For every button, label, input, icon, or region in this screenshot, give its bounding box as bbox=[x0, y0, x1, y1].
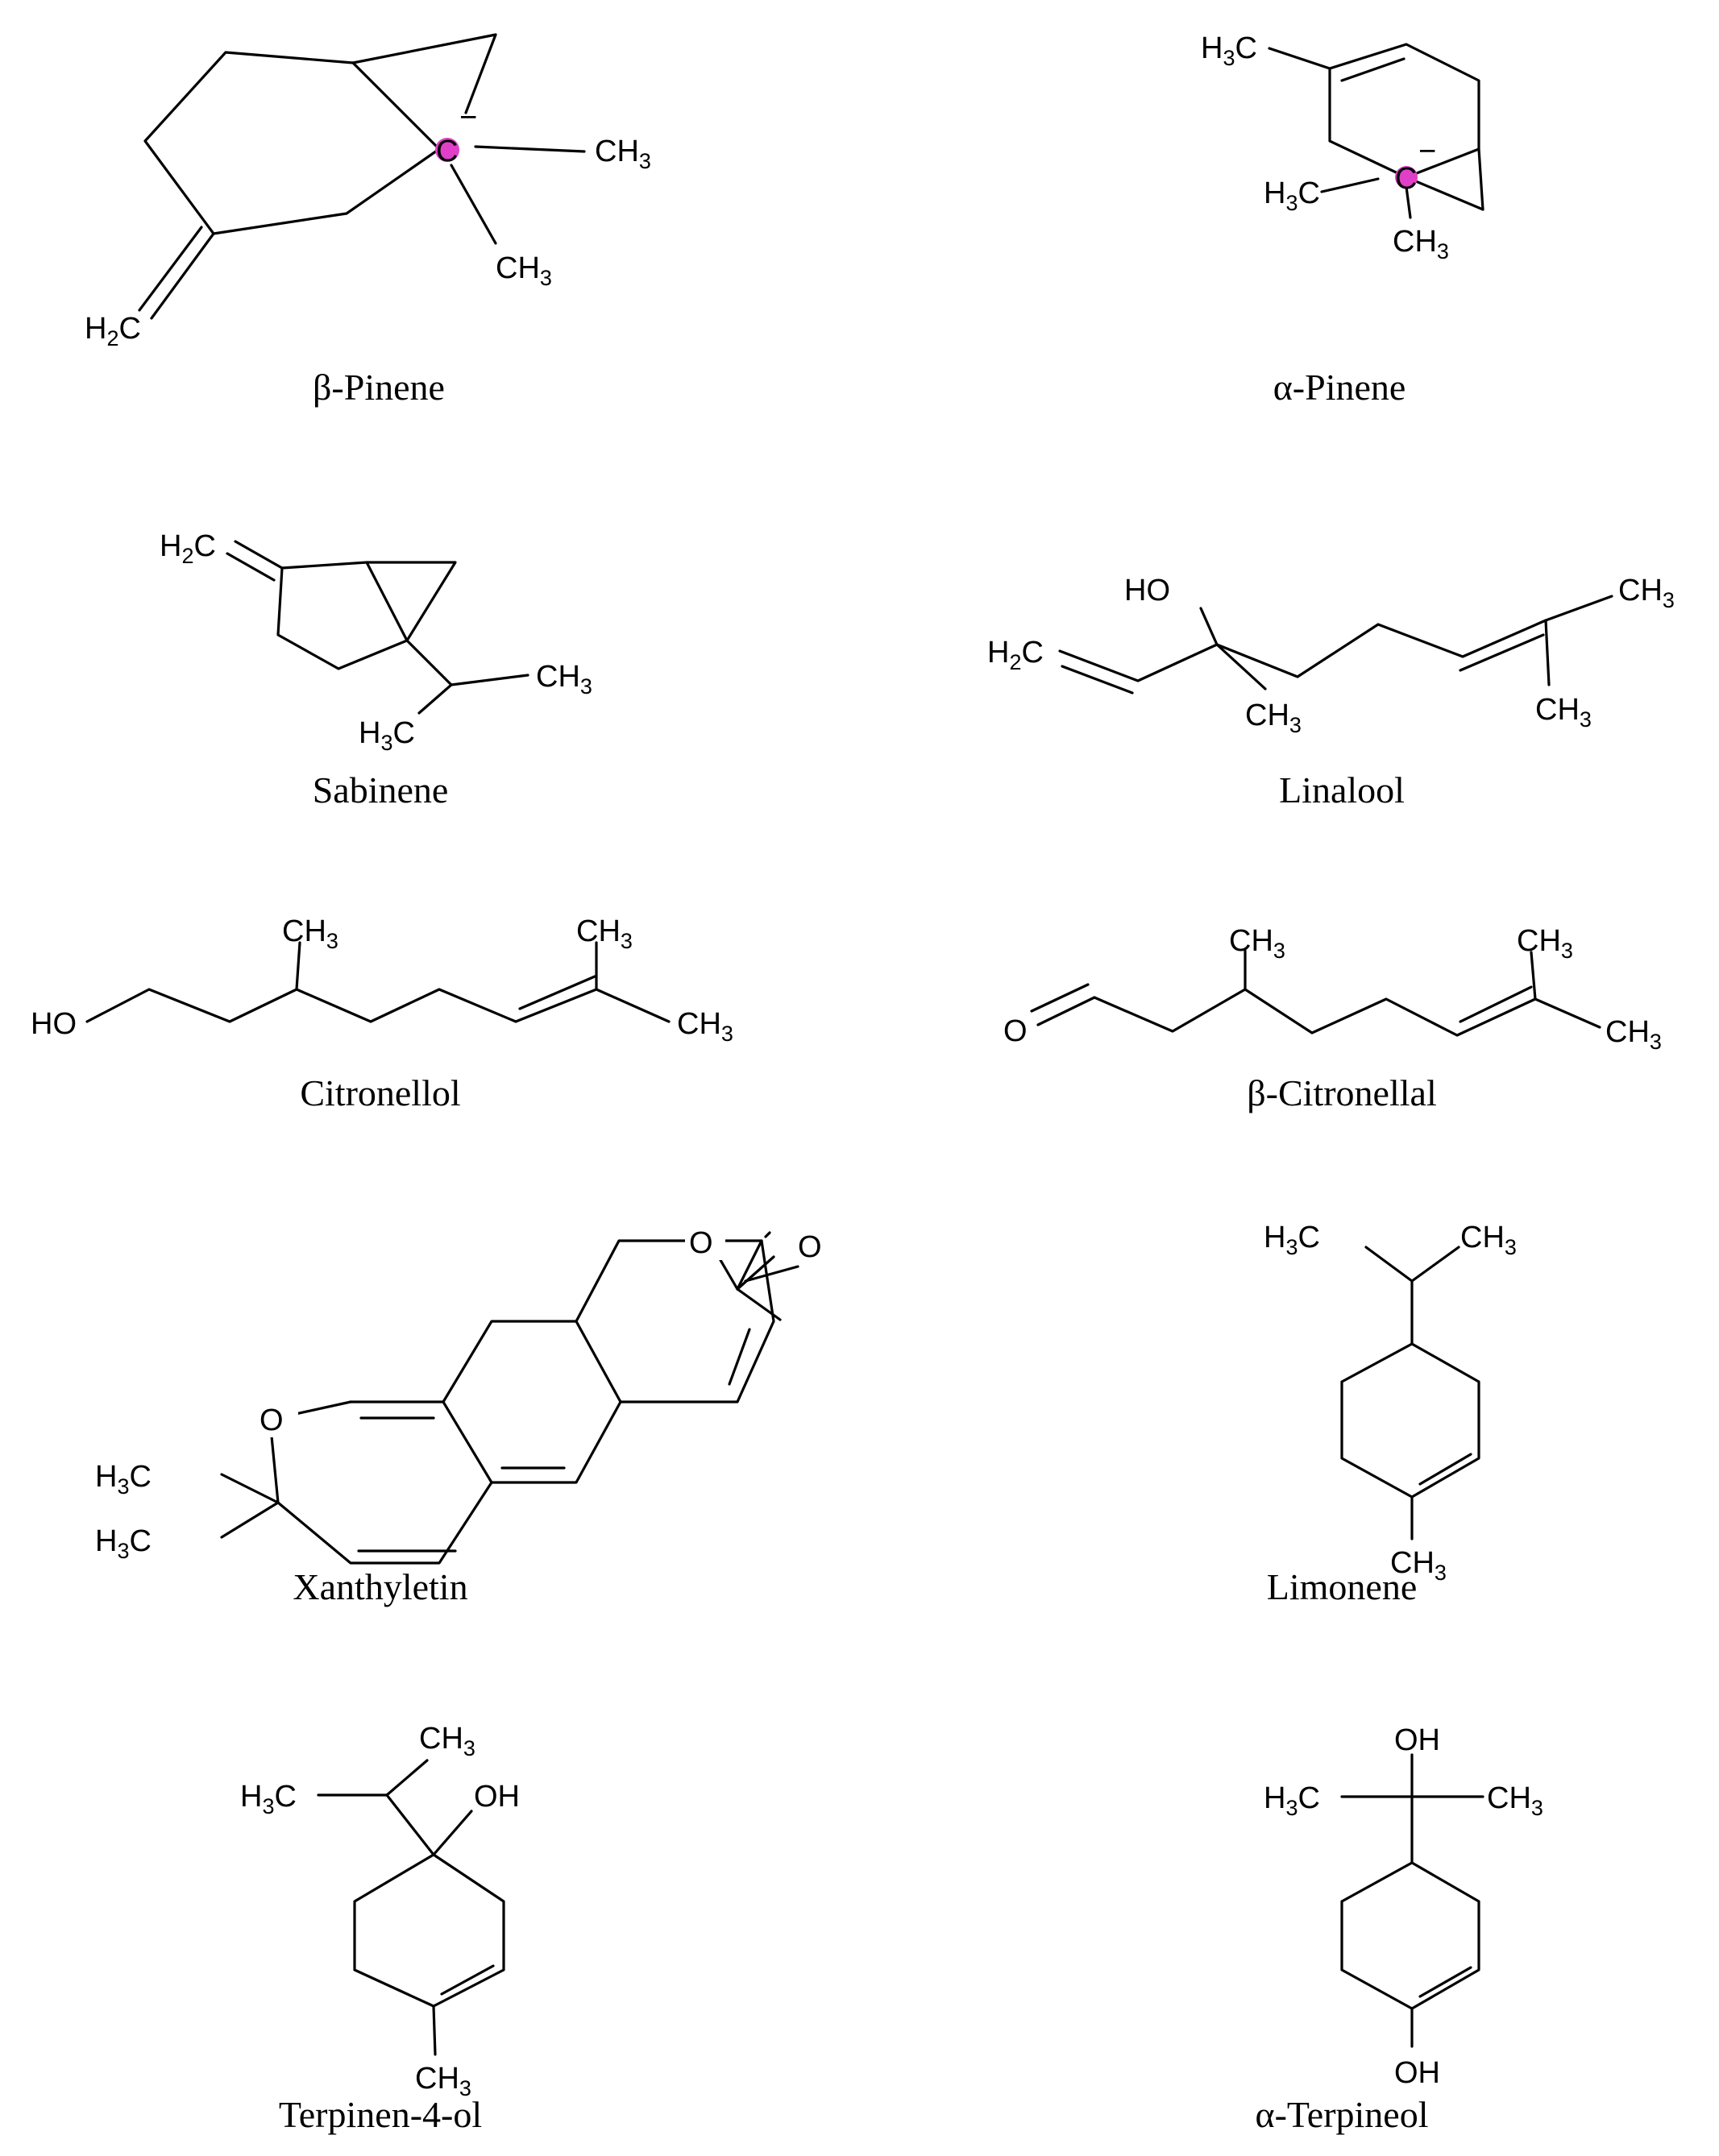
atom-label: H2C bbox=[987, 636, 1044, 674]
atom-label: H3C bbox=[95, 1460, 152, 1499]
atom-label: H3C bbox=[95, 1524, 152, 1563]
structure-beta-citronellal: O CH3 CH3 CH3 β-Citronellal bbox=[1003, 924, 1662, 1113]
compound-name: β-Citronellal bbox=[1247, 1072, 1436, 1113]
atom-label: H3C bbox=[1264, 1221, 1320, 1259]
charge-label: − bbox=[459, 101, 477, 135]
atom-label: CH3 bbox=[1460, 1221, 1517, 1259]
atom-label: CH3 bbox=[595, 135, 651, 173]
structure-linalool: H2C HO CH3 CH3 CH3 Linalool bbox=[987, 574, 1675, 811]
structure-xanthyletin: O O O H3C H3C Xanthyletin bbox=[95, 1225, 822, 1607]
atom-label: OH bbox=[1394, 1723, 1440, 1757]
compound-name: Xanthyletin bbox=[293, 1566, 467, 1607]
compound-name: β-Pinene bbox=[313, 367, 445, 408]
atom-label: HO bbox=[1124, 574, 1170, 607]
atom-label: O bbox=[798, 1230, 822, 1264]
atom-label: OH bbox=[474, 1780, 520, 1814]
atom-label: CH3 bbox=[1535, 693, 1592, 732]
compound-name: Citronellol bbox=[300, 1072, 460, 1113]
atom-label: H3C bbox=[1264, 176, 1320, 215]
structure-alpha-pinene: C − H3C H3C CH3 α-Pinene bbox=[1201, 31, 1484, 408]
highlighted-atom bbox=[1395, 166, 1418, 189]
atom-label: CH3 bbox=[1245, 699, 1302, 737]
atom-label: CH3 bbox=[419, 1722, 475, 1760]
atom-label: CH3 bbox=[536, 660, 592, 699]
atom-label: O bbox=[260, 1403, 284, 1437]
atom-label: CH3 bbox=[576, 914, 633, 953]
atom-label: C bbox=[1395, 162, 1417, 196]
structure-beta-pinene: C − CH3 CH3 H2C β-Pinene bbox=[85, 33, 651, 408]
atom-label: OH bbox=[1394, 2056, 1440, 2090]
atom-label: H3C bbox=[240, 1780, 297, 1818]
compound-name: α-Pinene bbox=[1273, 367, 1406, 408]
atom-label: CH3 bbox=[1229, 924, 1285, 963]
atom-label: H3C bbox=[1264, 1781, 1320, 1820]
atom-label: H3C bbox=[359, 716, 415, 755]
atom-label: H2C bbox=[160, 529, 216, 568]
compound-name: Linalool bbox=[1279, 769, 1405, 811]
compound-name: Terpinen-4-ol bbox=[279, 2094, 482, 2135]
atom-label: C bbox=[436, 135, 458, 168]
atom-label: CH3 bbox=[1487, 1781, 1543, 1820]
atom-label: CH3 bbox=[496, 251, 552, 290]
highlighted-atom bbox=[435, 138, 459, 162]
atom-label: CH3 bbox=[677, 1007, 733, 1046]
atom-label: CH3 bbox=[1618, 574, 1675, 612]
structure-limonene: H3C CH3 CH3 Limonene bbox=[1264, 1221, 1517, 1607]
compound-name: α-Terpineol bbox=[1255, 2094, 1428, 2135]
structure-terpinen-4-ol: H3C CH3 OH CH3 Terpinen-4-ol bbox=[240, 1722, 520, 2135]
structure-citronellol: HO CH3 CH3 CH3 Citronellol bbox=[31, 914, 733, 1113]
atom-label: CH3 bbox=[1605, 1015, 1662, 1054]
structure-alpha-terpineol: OH H3C CH3 OH α-Terpineol bbox=[1255, 1723, 1543, 2135]
charge-label: − bbox=[1418, 135, 1436, 168]
atom-label: O bbox=[1003, 1014, 1028, 1048]
atom-label: CH3 bbox=[415, 2062, 471, 2100]
atom-label: CH3 bbox=[1517, 924, 1573, 963]
atom-label: CH3 bbox=[282, 914, 338, 953]
atom-label: O bbox=[689, 1226, 713, 1260]
atom-label: CH3 bbox=[595, 135, 651, 173]
structure-sabinene: H2C CH3 H3C Sabinene bbox=[160, 529, 592, 811]
atom-label: CH3 bbox=[1390, 1546, 1447, 1585]
atom-label: H3C bbox=[1201, 31, 1257, 70]
atom-label: H2C bbox=[85, 312, 141, 350]
compound-name: Limonene bbox=[1267, 1566, 1418, 1607]
compound-name: Sabinene bbox=[313, 769, 449, 811]
atom-label: CH3 bbox=[1393, 225, 1449, 263]
atom-label: HO bbox=[31, 1007, 77, 1041]
